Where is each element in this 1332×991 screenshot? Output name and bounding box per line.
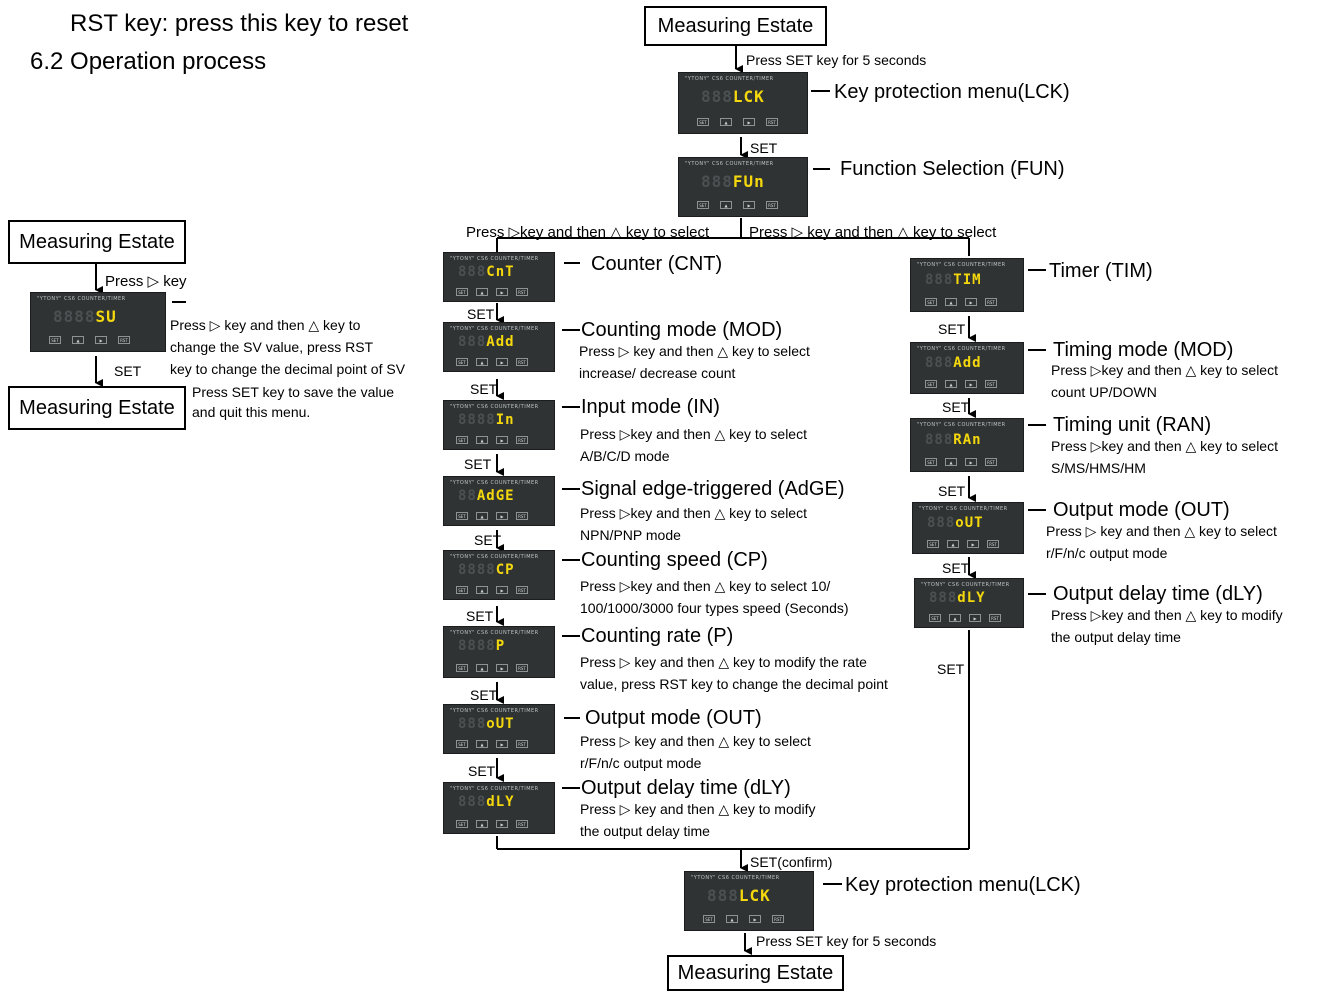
- measuring-estate-box: Measuring Estate: [8, 386, 186, 430]
- device-out: "YTONY" CS6 COUNTER/TIMER 888oUT SET▲▶RS…: [443, 704, 555, 754]
- fun-title: Function Selection (FUN): [840, 158, 1065, 180]
- set-label: SET: [750, 140, 778, 156]
- set-label: SET: [938, 321, 966, 337]
- cp-title: Counting speed (CP): [581, 549, 768, 571]
- device-brand: "YTONY" CS6 COUNTER/TIMER: [37, 296, 126, 302]
- set-label: SET: [474, 532, 502, 548]
- measuring-estate-box: Measuring Estate: [8, 220, 186, 264]
- device-ran: "YTONY" CS6 COUNTER/TIMER 888RAn SET▲▶RS…: [910, 418, 1024, 472]
- tim-title: Timer (TIM): [1049, 260, 1153, 282]
- tout-title: Output mode (OUT): [1053, 499, 1230, 521]
- set-label: SET: [942, 560, 970, 576]
- device-tout: "YTONY" CS6 COUNTER/TIMER 888oUT SET▲▶RS…: [912, 502, 1024, 554]
- branch-right-label: Press ▷ key and then △ key to select: [749, 224, 997, 241]
- set-label: SET: [464, 456, 492, 472]
- device-dly: "YTONY" CS6 COUNTER/TIMER 888dLY SET▲▶RS…: [443, 782, 555, 834]
- set-label: SET: [470, 687, 498, 703]
- out-title: Output mode (OUT): [585, 707, 762, 729]
- device-display: 8888SU: [53, 307, 117, 326]
- tmod-title: Timing mode (MOD): [1053, 339, 1234, 361]
- p-title: Counting rate (P): [581, 625, 734, 647]
- set-label: SET: [470, 381, 498, 397]
- lck-bottom-title: Key protection menu(LCK): [845, 874, 1081, 896]
- in-title: Input mode (IN): [581, 396, 720, 418]
- device-p: "YTONY" CS6 COUNTER/TIMER 8888P SET▲▶RST: [443, 626, 555, 678]
- set-confirm-label: SET(confirm): [750, 854, 833, 870]
- device-fun: "YTONY" CS6 COUNTER/TIMER 888FUn SET▲▶RS…: [678, 157, 808, 217]
- branch-left-label: Press ▷key and then △ key to select: [466, 224, 710, 241]
- device-tdly: "YTONY" CS6 COUNTER/TIMER 888dLY SET▲▶RS…: [914, 578, 1024, 628]
- device-adge: "YTONY" CS6 COUNTER/TIMER 88AdGE SET▲▶RS…: [443, 476, 555, 526]
- device-keys: SET ▲ ▶ RST: [49, 336, 130, 344]
- set-label: SET: [938, 483, 966, 499]
- device-mod: "YTONY" CS6 COUNTER/TIMER 888Add SET▲▶RS…: [443, 322, 555, 372]
- dly-title: Output delay time (dLY): [581, 777, 791, 799]
- shift-key-icon: ▶: [95, 336, 107, 344]
- device-cp: "YTONY" CS6 COUNTER/TIMER 8888CP SET▲▶RS…: [443, 550, 555, 600]
- adge-title: Signal edge-triggered (AdGE): [581, 478, 845, 500]
- set-label: SET: [942, 399, 970, 415]
- set-label: SET: [937, 661, 965, 677]
- p-desc: Press ▷ key and then △ key to modify the…: [580, 654, 888, 692]
- lck-title: Key protection menu(LCK): [834, 81, 1070, 103]
- cnt-title: Counter (CNT): [591, 253, 723, 275]
- device-in: "YTONY" CS6 COUNTER/TIMER 8888In SET▲▶RS…: [443, 400, 555, 450]
- cp-desc: Press ▷key and then △ key to select 10/1…: [580, 578, 849, 616]
- ran-title: Timing unit (RAN): [1053, 414, 1212, 436]
- press-key-label: Press ▷ key: [105, 273, 187, 290]
- device-lck-bottom: "YTONY" CS6 COUNTER/TIMER 888LCK SET▲▶RS…: [684, 871, 814, 931]
- press-set-5s-label: Press SET key for 5 seconds: [746, 52, 927, 68]
- rst-key-note: RST key: press this key to reset: [70, 10, 409, 37]
- device-tmod: "YTONY" CS6 COUNTER/TIMER 888Add SET▲▶RS…: [910, 342, 1024, 394]
- section-title: 6.2 Operation process: [30, 48, 267, 75]
- tdly-title: Output delay time (dLY): [1053, 583, 1263, 605]
- mod-title: Counting mode (MOD): [581, 319, 783, 341]
- press-set-5s-bottom: Press SET key for 5 seconds: [756, 933, 937, 949]
- set-label: SET: [466, 608, 494, 624]
- measuring-estate-box: Measuring Estate: [667, 955, 844, 991]
- device-lck: "YTONY" CS6 COUNTER/TIMER 888LCK SET▲▶RS…: [678, 72, 808, 134]
- set-label: SET: [467, 306, 495, 322]
- set-key-icon: SET: [49, 336, 61, 344]
- device-sv: "YTONY" CS6 COUNTER/TIMER 8888SU SET ▲ ▶…: [30, 292, 166, 352]
- up-key-icon: ▲: [72, 336, 84, 344]
- device-tim: "YTONY" CS6 COUNTER/TIMER 888TIM SET▲▶RS…: [910, 258, 1024, 312]
- set-label: SET: [114, 363, 142, 379]
- set-label: SET: [468, 763, 496, 779]
- rst-key-icon: RST: [118, 336, 130, 344]
- device-cnt: "YTONY" CS6 COUNTER/TIMER 888CnT SET▲▶RS…: [443, 252, 555, 302]
- measuring-estate-box: Measuring Estate: [644, 6, 827, 46]
